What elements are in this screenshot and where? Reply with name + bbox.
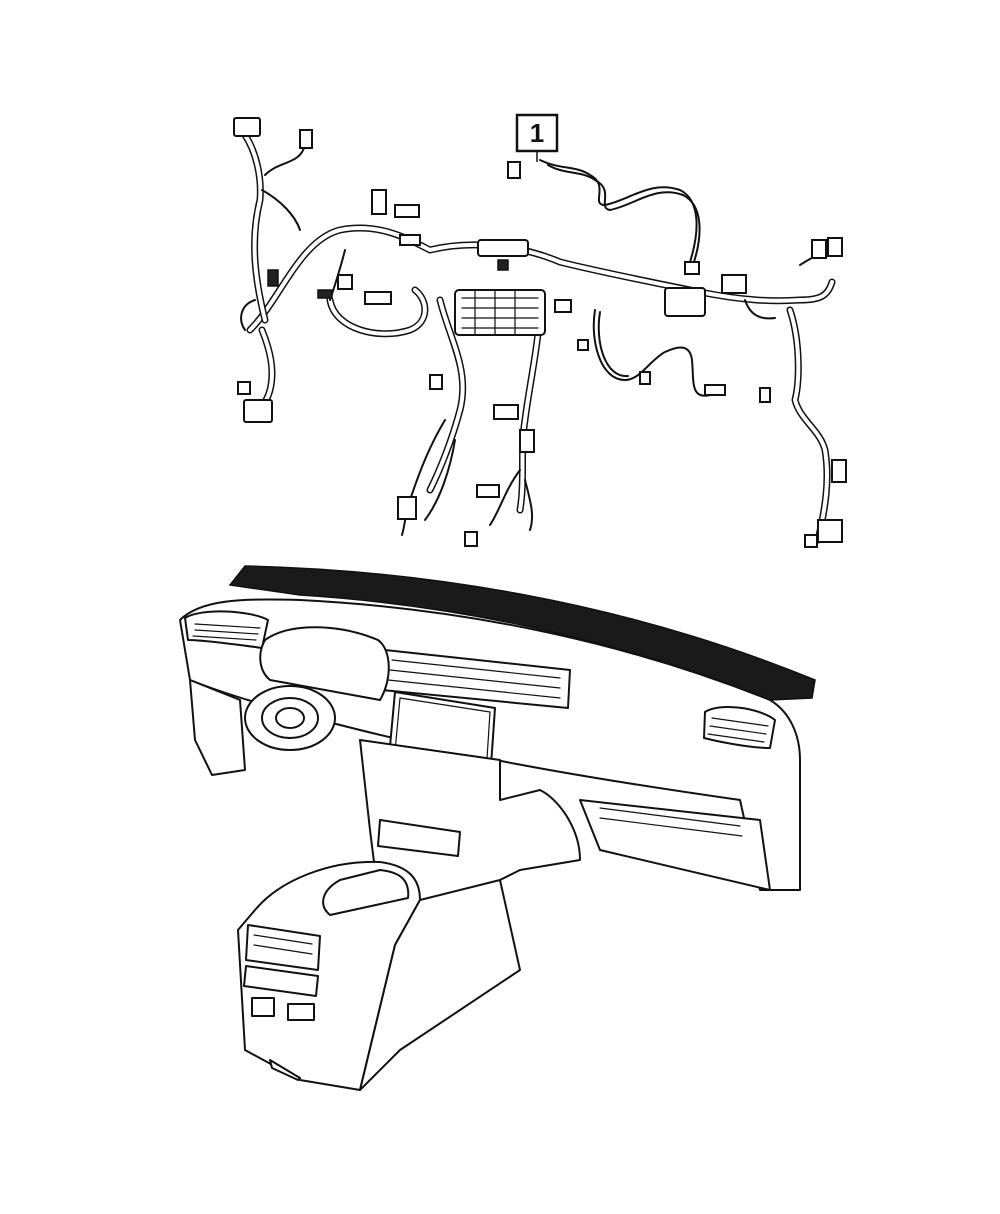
left-air-vent [184, 610, 269, 649]
callout-1[interactable]: 1 [515, 113, 559, 162]
callout-1-label: 1 [530, 118, 544, 148]
callout-1-box [515, 113, 559, 153]
dash-top-pad [228, 565, 816, 701]
instrument-cluster-hood [259, 626, 390, 701]
instrument-panel-illustration [179, 565, 816, 1091]
center-console [237, 860, 521, 1091]
harness-left-upper-branch [241, 131, 306, 324]
harness-main-trunk [246, 224, 836, 334]
harness-upper-right-branch [507, 159, 701, 266]
console-base [269, 1059, 301, 1081]
steering-column [244, 685, 336, 751]
center-stack-storage-tray [377, 819, 461, 857]
harness-right-drop [744, 239, 836, 544]
right-lower-panel [579, 799, 771, 891]
harness-right-mid-branch [592, 309, 711, 397]
wiring-harness-illustration [233, 117, 847, 548]
right-air-vent [703, 705, 776, 749]
console-rear-controls [243, 924, 321, 1021]
harness-connectors [233, 117, 847, 548]
left-knee-panel [189, 679, 246, 776]
harness-central-connector-cluster [454, 239, 546, 336]
